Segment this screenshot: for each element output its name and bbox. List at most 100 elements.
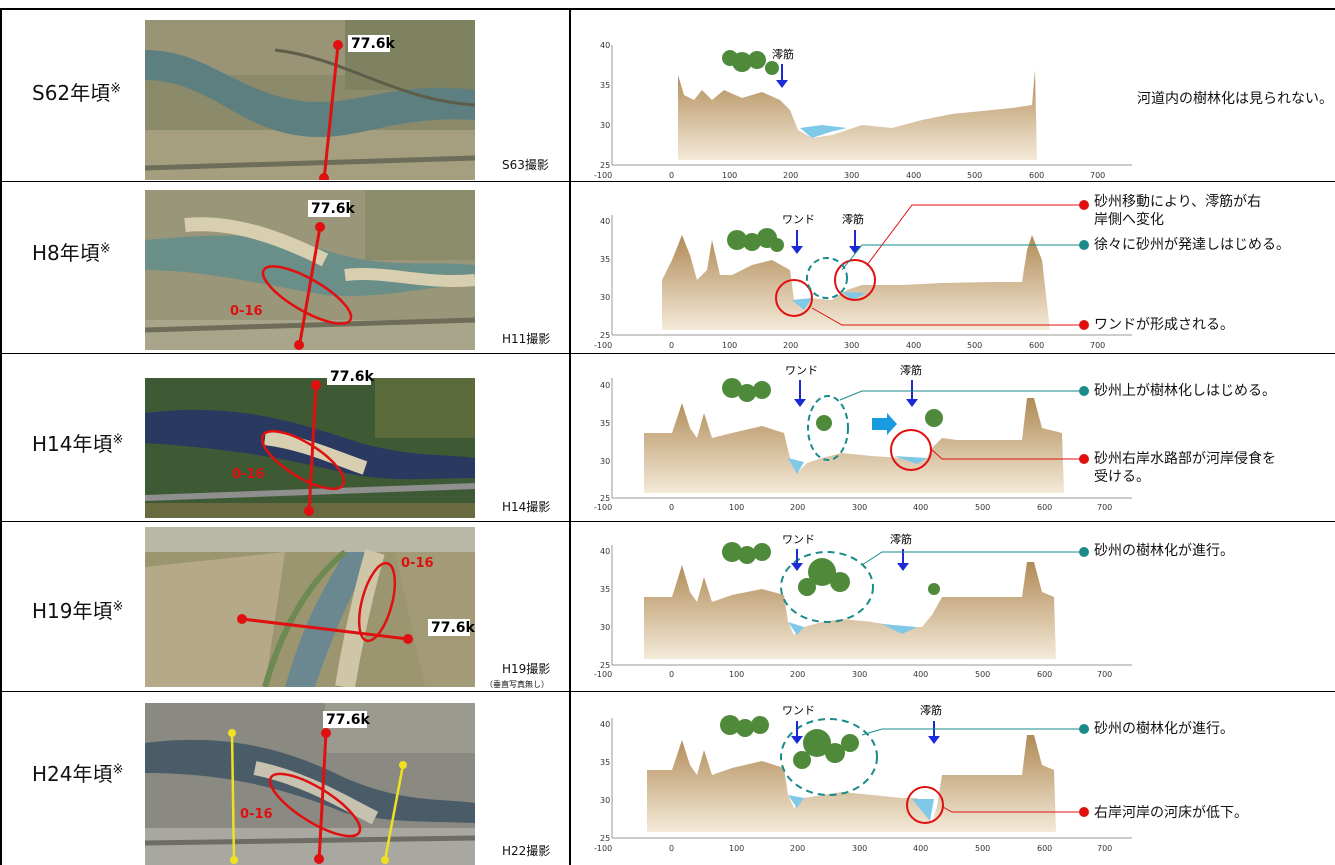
svg-text:500: 500 <box>967 171 982 180</box>
svg-text:200: 200 <box>783 171 798 180</box>
note: 砂州右岸水路部が河岸侵食を受ける。 <box>1094 451 1276 485</box>
era-label: H8年頃※ <box>32 241 111 265</box>
svg-text:700: 700 <box>1097 670 1112 679</box>
svg-text:500: 500 <box>975 503 990 512</box>
era-label: S62年頃※ <box>32 81 122 105</box>
photo-credit: S63撮影 <box>502 158 549 172</box>
svg-text:25: 25 <box>600 331 610 340</box>
comparison-table <box>0 8 1335 865</box>
note: 砂州の樹林化が進行。 <box>1094 543 1234 559</box>
svg-text:-100: -100 <box>594 670 612 679</box>
svg-text:25: 25 <box>600 661 610 670</box>
aerial-photo <box>145 20 475 180</box>
svg-text:25: 25 <box>600 494 610 503</box>
svg-text:30: 30 <box>600 623 610 632</box>
svg-text:700: 700 <box>1090 341 1105 350</box>
svg-text:400: 400 <box>906 341 921 350</box>
svg-text:600: 600 <box>1037 670 1052 679</box>
note: ワンドが形成される。 <box>1094 317 1234 333</box>
svg-text:300: 300 <box>844 171 859 180</box>
svg-text:0: 0 <box>669 503 674 512</box>
svg-text:30: 30 <box>600 796 610 805</box>
svg-text:ワンド: ワンド <box>782 213 815 226</box>
note: 砂州の樹林化が進行。 <box>1094 721 1234 737</box>
note: 河道内の樹林化は見られない。 <box>1137 91 1333 107</box>
svg-text:35: 35 <box>600 758 610 767</box>
svg-text:-100: -100 <box>594 844 612 853</box>
svg-text:0: 0 <box>669 844 674 853</box>
svg-text:澪筋: 澪筋 <box>890 532 912 546</box>
photo-marker: 77.6k <box>431 620 475 636</box>
svg-text:600: 600 <box>1037 503 1052 512</box>
svg-text:40: 40 <box>600 217 610 226</box>
svg-text:400: 400 <box>913 503 928 512</box>
svg-text:40: 40 <box>600 41 610 50</box>
photo-marker: 77.6k <box>326 712 371 728</box>
svg-text:200: 200 <box>790 844 805 853</box>
block-label: 0-16 <box>240 807 273 822</box>
svg-text:700: 700 <box>1097 844 1112 853</box>
svg-text:300: 300 <box>852 844 867 853</box>
block-label: 0-16 <box>232 467 265 482</box>
block-label: 0-16 <box>401 556 434 571</box>
block-label: 0-16 <box>230 304 263 319</box>
svg-text:400: 400 <box>906 171 921 180</box>
svg-text:25: 25 <box>600 834 610 843</box>
svg-text:600: 600 <box>1029 171 1044 180</box>
photo-marker: 77.6k <box>311 201 356 217</box>
photo-marker: 77.6k <box>330 369 375 385</box>
svg-text:0: 0 <box>669 341 674 350</box>
svg-text:ワンド: ワンド <box>782 533 815 546</box>
svg-text:30: 30 <box>600 121 610 130</box>
note: 徐々に砂州が発達しはじめる。 <box>1094 237 1290 253</box>
note: 右岸河岸の河床が低下。 <box>1094 805 1248 821</box>
svg-text:500: 500 <box>967 341 982 350</box>
svg-text:300: 300 <box>852 670 867 679</box>
photo-credit: H19撮影 <box>502 662 551 676</box>
svg-text:100: 100 <box>729 503 744 512</box>
svg-text:100: 100 <box>729 844 744 853</box>
svg-text:600: 600 <box>1037 844 1052 853</box>
svg-text:0: 0 <box>669 171 674 180</box>
svg-text:500: 500 <box>975 844 990 853</box>
svg-text:30: 30 <box>600 293 610 302</box>
svg-text:300: 300 <box>852 503 867 512</box>
svg-text:100: 100 <box>729 670 744 679</box>
photo-marker: 77.6k <box>351 36 396 52</box>
era-label: H19年頃※ <box>32 599 124 623</box>
svg-text:100: 100 <box>722 171 737 180</box>
note: 砂州上が樹林化しはじめる。 <box>1094 383 1276 399</box>
note: 砂州移動により、澪筋が右岸側へ変化 <box>1094 194 1262 228</box>
svg-text:ワンド: ワンド <box>782 704 815 717</box>
era-label: H24年頃※ <box>32 762 124 786</box>
svg-text:35: 35 <box>600 419 610 428</box>
svg-text:澪筋: 澪筋 <box>920 703 942 717</box>
svg-text:200: 200 <box>790 670 805 679</box>
svg-text:35: 35 <box>600 585 610 594</box>
svg-text:-100: -100 <box>594 171 612 180</box>
svg-text:500: 500 <box>975 670 990 679</box>
svg-text:35: 35 <box>600 255 610 264</box>
svg-text:100: 100 <box>722 341 737 350</box>
photo-credit: H22撮影 <box>502 844 551 858</box>
svg-text:-100: -100 <box>594 503 612 512</box>
era-label: H14年頃※ <box>32 432 124 456</box>
svg-text:30: 30 <box>600 457 610 466</box>
photo-credit: H14撮影 <box>502 500 551 514</box>
svg-text:-100: -100 <box>594 341 612 350</box>
svg-text:40: 40 <box>600 547 610 556</box>
svg-text:700: 700 <box>1090 171 1105 180</box>
svg-text:400: 400 <box>913 670 928 679</box>
svg-text:ワンド: ワンド <box>785 364 818 377</box>
svg-text:澪筋: 澪筋 <box>842 212 864 226</box>
aerial-photo <box>145 527 475 687</box>
svg-text:700: 700 <box>1097 503 1112 512</box>
